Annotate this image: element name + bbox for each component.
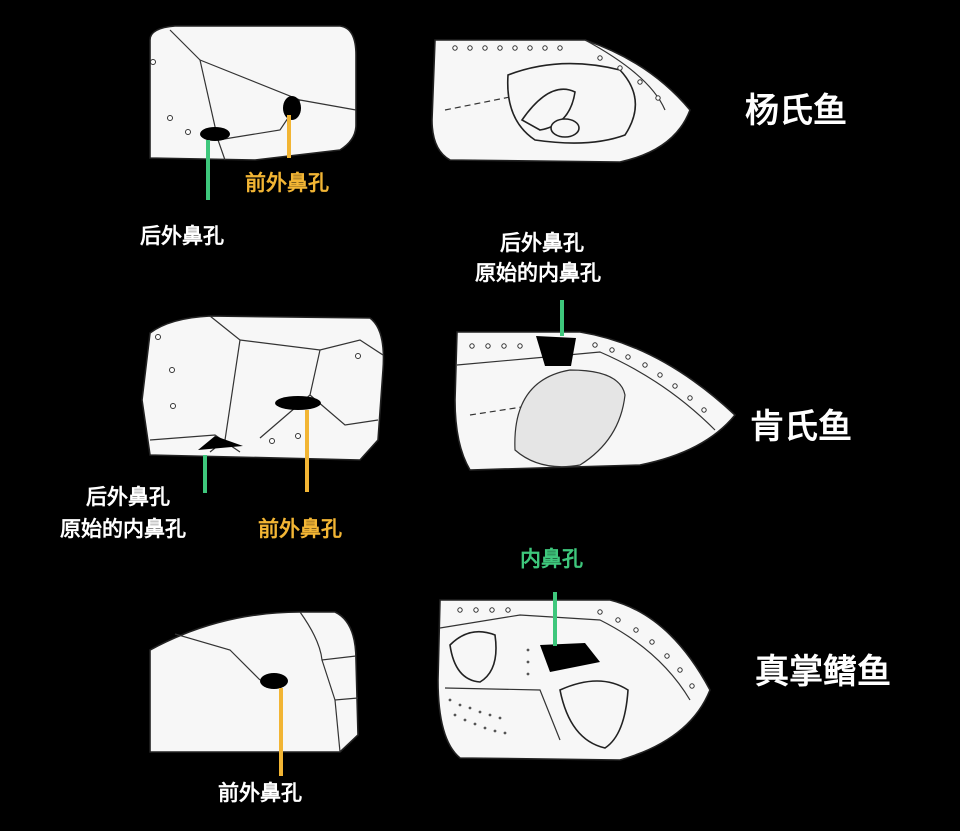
row-3-palatal-view xyxy=(437,592,711,761)
anterior-nostril-hole xyxy=(275,396,321,410)
internal-nostril-label: 内鼻孔 xyxy=(520,547,583,571)
anterior-nostril-label: 前外鼻孔 xyxy=(245,171,329,195)
row-2-palatal-view xyxy=(454,300,737,471)
row-2-lateral-view xyxy=(141,315,385,493)
species-name-3: 真掌鳍鱼 xyxy=(755,652,891,692)
anterior-nostril-hole xyxy=(283,96,301,120)
species-name-1: 杨氏鱼 xyxy=(745,91,847,131)
posterior-nostril-hole xyxy=(536,336,576,366)
posterior-nostril-hole xyxy=(198,436,243,450)
row-1-palatal-view xyxy=(431,39,691,163)
palatal-top-label-line2: 原始的内鼻孔 xyxy=(475,261,601,285)
anterior-nostril-hole xyxy=(260,673,288,689)
row-1-lateral-view xyxy=(149,25,357,200)
anterior-nostril-label: 前外鼻孔 xyxy=(218,781,302,805)
posterior-nostril-label-line1: 后外鼻孔 xyxy=(86,485,170,509)
posterior-nostril-label-line2: 原始的内鼻孔 xyxy=(60,517,186,541)
palatal-top-label-line1: 后外鼻孔 xyxy=(500,231,584,255)
internal-nostril-hole xyxy=(540,643,600,672)
row-3-lateral-view xyxy=(149,611,359,776)
species-name-2: 肯氏鱼 xyxy=(750,407,852,447)
posterior-nostril-label: 后外鼻孔 xyxy=(140,224,224,248)
posterior-nostril-hole xyxy=(200,127,230,141)
anterior-nostril-label: 前外鼻孔 xyxy=(258,517,342,541)
